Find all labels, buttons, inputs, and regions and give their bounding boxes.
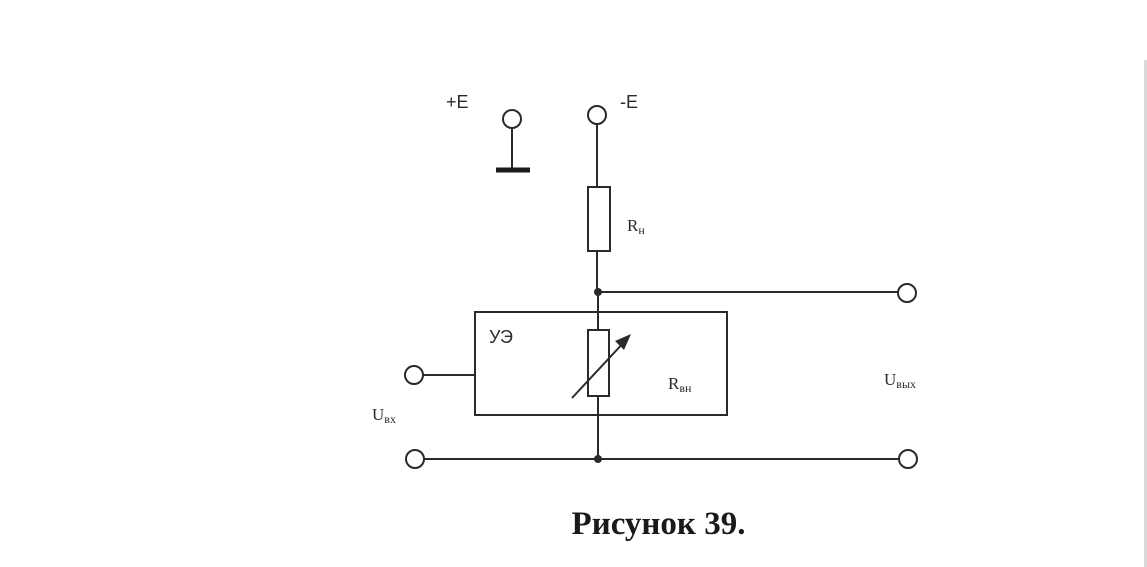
input-voltage-label-sub: вх: [384, 412, 396, 426]
variable-arrow-line: [571, 339, 627, 399]
output-top-terminal: [897, 283, 917, 303]
control-input-terminal: [404, 365, 424, 385]
minus-e-label: -E: [620, 92, 638, 112]
load-resistor-label: Rн: [627, 216, 645, 237]
internal-resistor-label: Rвн: [668, 374, 692, 395]
load-resistor-label-main: R: [627, 216, 639, 235]
output-voltage-label-main: U: [884, 370, 896, 389]
internal-resistor-label-main: R: [668, 374, 680, 393]
control-element-label: УЭ: [489, 327, 513, 347]
variable-arrow-head-icon: [615, 334, 631, 350]
output-voltage-label-sub: вых: [896, 377, 916, 391]
minus-e-terminal: [587, 105, 607, 125]
load-resistor-label-sub: н: [638, 223, 645, 237]
plus-e-label: +E: [446, 92, 469, 112]
control-element-block: [474, 311, 728, 416]
figure-caption: Рисунок 39.: [571, 506, 746, 542]
plus-e-terminal: [502, 109, 522, 129]
common-input-terminal: [405, 449, 425, 469]
output-bottom-terminal: [898, 449, 918, 469]
input-voltage-label-main: U: [372, 405, 384, 424]
internal-resistor-label-sub: вн: [679, 381, 692, 395]
load-resistor: [587, 186, 611, 252]
input-voltage-label: Uвх: [372, 405, 396, 426]
output-voltage-label: Uвых: [884, 370, 916, 391]
page-edge-shadow: [1144, 60, 1147, 567]
